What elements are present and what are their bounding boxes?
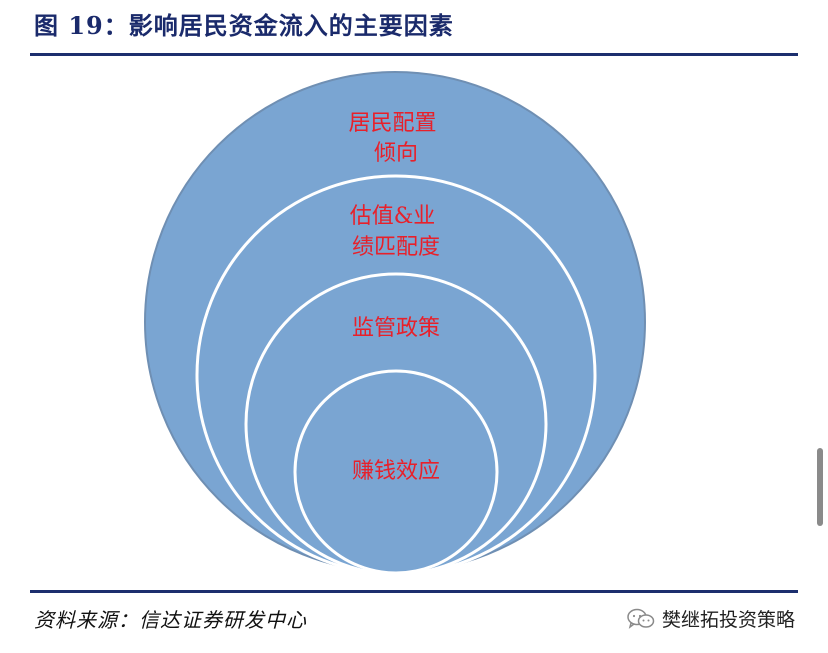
watermark-text: 樊继拓投资策略	[662, 609, 796, 631]
wechat-icon	[627, 608, 655, 629]
bottom-rule	[30, 590, 798, 593]
ring-outer-label: 居民配置 倾向	[348, 111, 443, 166]
ring-outer-label-line-1: 居民配置	[348, 111, 436, 136]
ring-second-label-line-2: 绩匹配度	[352, 235, 440, 260]
top-rule	[30, 53, 798, 56]
nested-circle-diagram: 居民配置 倾向 估值&业 绩匹配度 监管政策 赚钱效应	[144, 71, 646, 576]
ring-inner-label: 赚钱效应	[352, 459, 440, 484]
ring-third-label-line-1: 监管政策	[352, 316, 440, 341]
ring-third-label: 监管政策	[352, 316, 440, 341]
ring-outer-label-line-2: 倾向	[374, 141, 418, 166]
ring-inner	[293, 369, 499, 575]
ring-inner-label-line-1: 赚钱效应	[352, 459, 440, 484]
ring-second-label: 估值&业 绩匹配度	[350, 204, 443, 260]
ring-second-label-line-1: 估值&业	[350, 204, 436, 229]
watermark: 樊继拓投资策略	[626, 605, 795, 632]
figure-title: 图 19：影响居民资金流入的主要因素	[34, 11, 454, 40]
scrollbar-thumb[interactable]	[817, 448, 823, 526]
source-note: 资料来源：信达证券研发中心	[34, 608, 307, 632]
